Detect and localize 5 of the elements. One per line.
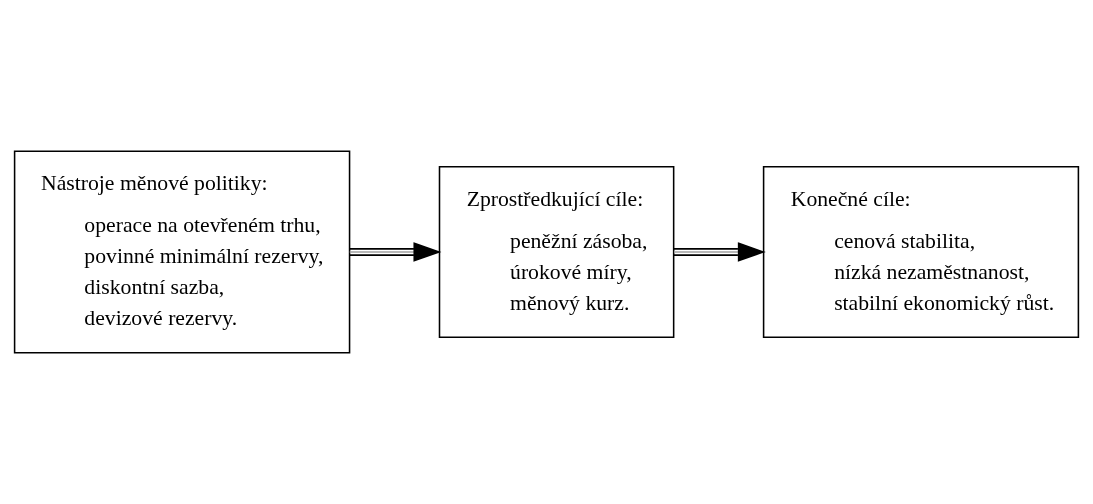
node-box: Konečné cíle: cenová stabilita, nízká nezaměstnanost, stabilní ekonomický růst. [762, 165, 1080, 339]
node-box: Nástroje měnové politiky: operace na otevřeném trhu, povinné minimální rezervy, diskontní sazba, devizové rezervy. [13, 150, 351, 354]
arrow [349, 242, 442, 262]
node-box: Zprostředkující cíle: peněžní zásoba, úrokové míry, měnový kurz. [438, 165, 675, 339]
arrow [673, 242, 766, 262]
